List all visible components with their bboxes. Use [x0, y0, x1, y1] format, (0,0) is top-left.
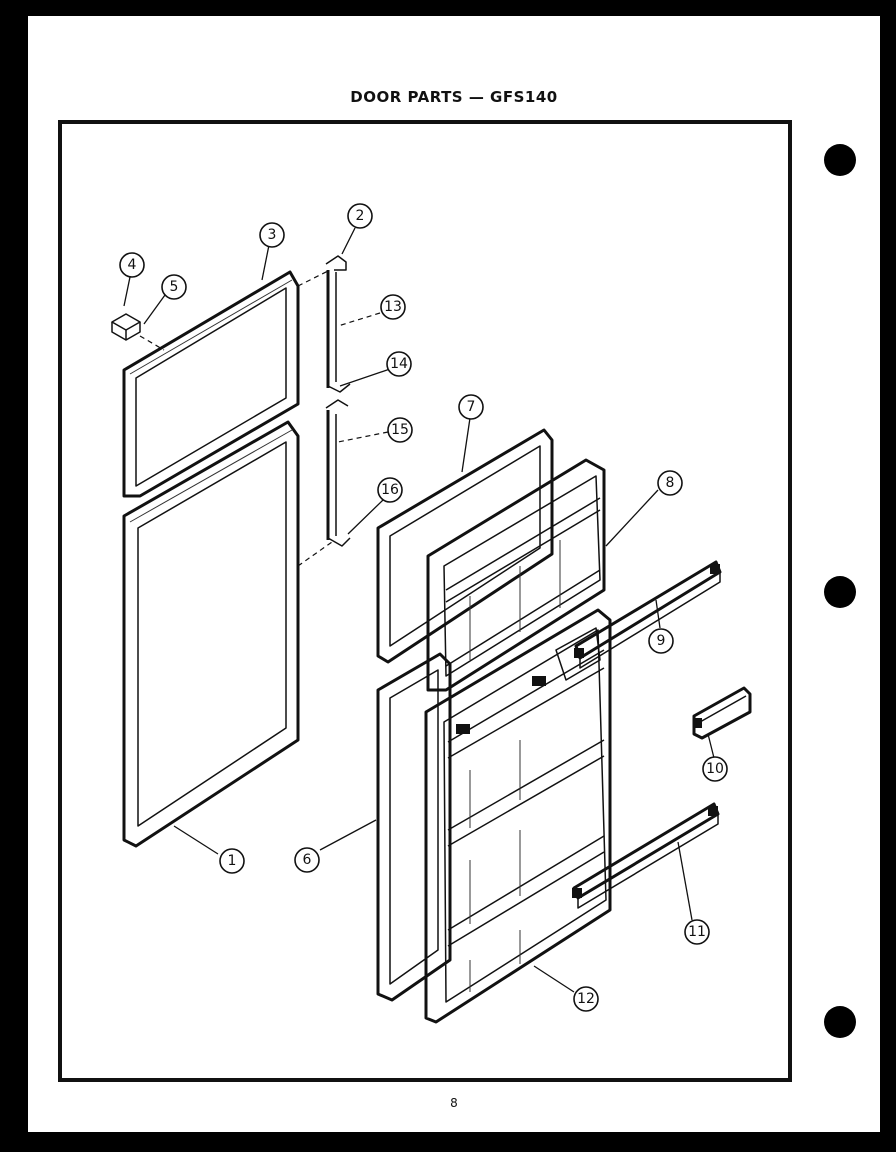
- callout-10-label: 10: [706, 761, 724, 777]
- parts-2-13-14-upper-hinge-bar: [325, 255, 351, 393]
- parts-15-16-lower-hinge-bar: [325, 399, 351, 547]
- part-11-lower-shelf-bar: [572, 802, 720, 909]
- callout-16: 16: [377, 477, 403, 503]
- callout-5: 5: [161, 274, 187, 300]
- binder-hole-top: [824, 144, 856, 176]
- callout-4-label: 4: [128, 257, 137, 273]
- part-10-shelf-retainer: [692, 686, 752, 740]
- callout-5-label: 5: [170, 279, 179, 295]
- callout-12-label: 12: [577, 991, 595, 1007]
- page-number: 8: [450, 1096, 458, 1110]
- callout-6: 6: [294, 847, 320, 873]
- diagram-frame: [58, 120, 792, 1082]
- part-6-fresh-food-liner-gasket: [376, 652, 452, 1002]
- callout-3: 3: [259, 222, 285, 248]
- callout-16-label: 16: [381, 482, 399, 498]
- callout-1: 1: [219, 848, 245, 874]
- callout-14-label: 14: [390, 356, 408, 372]
- callout-2: 2: [347, 203, 373, 229]
- binder-hole-bottom: [824, 1006, 856, 1038]
- callout-7-label: 7: [467, 399, 476, 415]
- callout-13: 13: [380, 294, 406, 320]
- leader-lines: [123, 227, 715, 993]
- callout-9: 9: [648, 628, 674, 654]
- callout-4: 4: [119, 252, 145, 278]
- parts-4-5-door-stop: [111, 313, 141, 341]
- part-8-freezer-door-liner: [426, 458, 606, 692]
- part-1-fresh-food-gasket: [122, 420, 300, 848]
- callout-3-label: 3: [268, 227, 277, 243]
- callout-11: 11: [684, 919, 710, 945]
- callout-12: 12: [573, 986, 599, 1012]
- callout-8-label: 8: [666, 475, 675, 491]
- callout-2-label: 2: [356, 208, 365, 224]
- callout-bubbles: 1 2 3 4 5 6 7 8 9 10 11 12 13 14 15 16: [119, 203, 728, 1012]
- callout-1-label: 1: [228, 853, 237, 869]
- stop-to-gasket-line: [139, 335, 165, 351]
- part-7-freezer-liner-gasket: [376, 428, 554, 664]
- callout-15-label: 15: [391, 422, 409, 438]
- binder-hole-middle: [824, 576, 856, 608]
- callout-9-label: 9: [657, 633, 666, 649]
- callout-14: 14: [386, 351, 412, 377]
- callout-7: 7: [458, 394, 484, 420]
- part-3-freezer-gasket: [122, 270, 300, 498]
- part-9-upper-shelf-bar: [574, 560, 722, 669]
- callout-15: 15: [387, 417, 413, 443]
- alignment-line-lower: [297, 541, 333, 567]
- alignment-line-upper: [297, 269, 331, 287]
- page-title: DOOR PARTS — GFS140: [350, 88, 558, 106]
- callout-13-label: 13: [384, 299, 402, 315]
- parts-sheet: DOOR PARTS — GFS140 8: [28, 16, 880, 1132]
- callout-10: 10: [702, 756, 728, 782]
- callout-11-label: 11: [688, 924, 706, 940]
- part-12-fresh-food-door-liner: [424, 608, 612, 1024]
- callout-8: 8: [657, 470, 683, 496]
- callout-6-label: 6: [303, 852, 312, 868]
